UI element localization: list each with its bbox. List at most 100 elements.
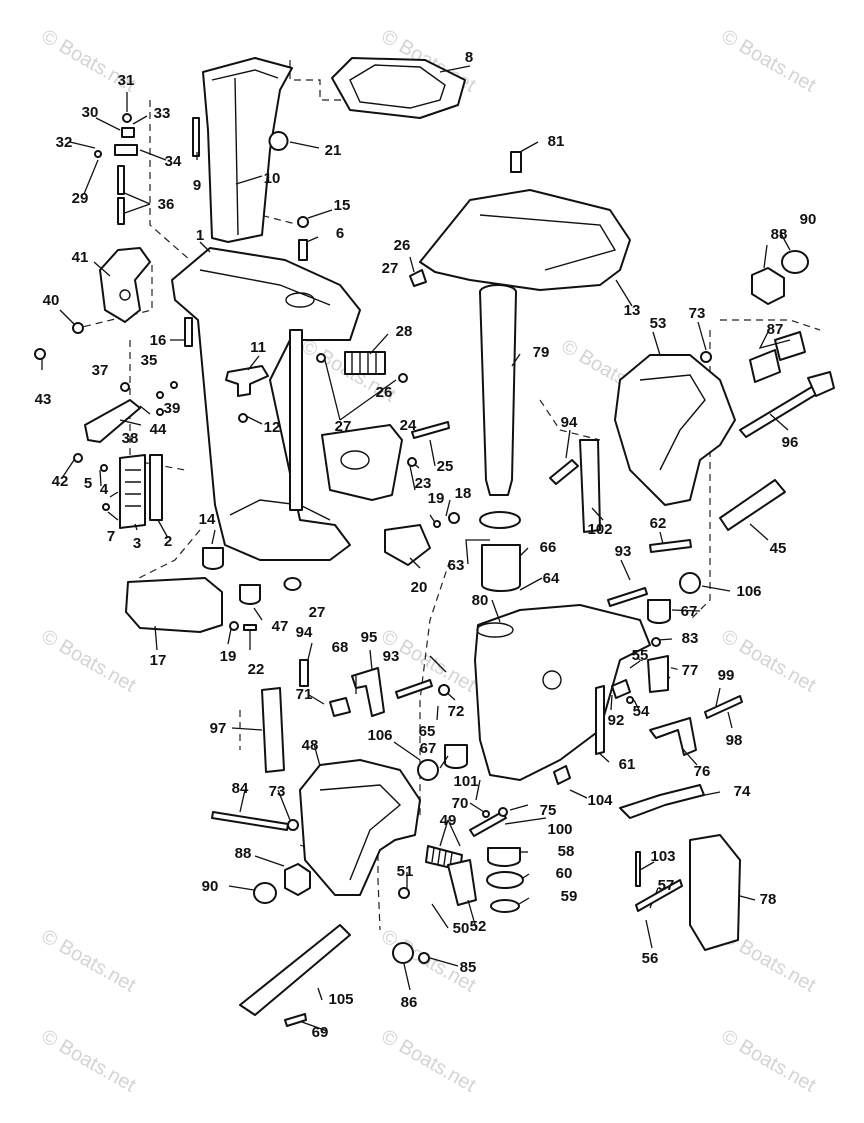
part-label-20: 20 [411, 579, 428, 596]
watermark-text: © Boats.net [718, 1025, 820, 1097]
part-label-27: 27 [309, 604, 326, 621]
bracket-76 [649, 717, 697, 756]
bushing-63 [479, 511, 521, 529]
part-label-90: 90 [202, 878, 219, 895]
washer-106-right [679, 572, 701, 594]
nut-88-upper [751, 267, 785, 305]
part-label-31: 31 [118, 72, 135, 89]
part-label-61: 61 [619, 756, 636, 773]
part-label-40: 40 [43, 292, 60, 309]
part-label-101: 101 [453, 773, 478, 790]
nut-88-lower [284, 863, 311, 896]
part-label-75: 75 [540, 802, 557, 819]
part-label-28: 28 [396, 323, 413, 340]
assembly-guide-lines [69, 60, 821, 931]
part-label-59: 59 [561, 888, 578, 905]
part-label-87: 87 [767, 321, 784, 338]
o-ring-59 [490, 899, 520, 913]
part-label-69: 69 [312, 1024, 329, 1041]
part-label-102: 102 [587, 521, 612, 538]
part-label-25: 25 [437, 458, 454, 475]
part-label-63: 63 [448, 557, 465, 574]
part-label-45: 45 [770, 540, 787, 557]
part-label-67: 67 [420, 740, 437, 757]
part-label-4: 4 [100, 481, 109, 498]
part-label-42: 42 [52, 473, 69, 490]
mount-20 [384, 524, 431, 566]
part-label-106: 106 [736, 583, 761, 600]
part-label-43: 43 [35, 391, 52, 408]
part-label-33: 33 [154, 105, 171, 122]
part-label-60: 60 [556, 865, 573, 882]
part-label-83: 83 [682, 630, 699, 647]
watermark-text: © Boats.net [718, 625, 820, 697]
part-label-73: 73 [689, 305, 706, 322]
part-label-81: 81 [548, 133, 565, 150]
washer-106-left [417, 759, 439, 781]
part-label-2: 2 [164, 533, 172, 550]
cap-90-upper [781, 250, 809, 274]
part-label-26: 26 [376, 384, 393, 401]
part-label-1: 1 [196, 227, 204, 244]
watermark-text: © Boats.net [38, 925, 140, 997]
part-label-16: 16 [150, 332, 167, 349]
exhaust-housing-1 [171, 247, 361, 561]
grommet-47 [239, 584, 261, 605]
strip-2 [149, 454, 163, 521]
part-label-51: 51 [397, 863, 414, 880]
part-label-70: 70 [452, 795, 469, 812]
part-label-6: 6 [336, 225, 344, 242]
part-label-49: 49 [440, 812, 457, 829]
part-label-26: 26 [394, 237, 411, 254]
part-label-100: 100 [547, 821, 572, 838]
bracket-95 [351, 667, 385, 717]
part-label-54: 54 [633, 703, 650, 720]
part-label-41: 41 [72, 249, 89, 266]
part-label-58: 58 [558, 843, 575, 860]
grommet-21 [268, 131, 289, 151]
bracket-52 [447, 859, 477, 906]
plug-14 [202, 547, 224, 570]
exhaust-tube-10 [202, 57, 293, 243]
part-label-15: 15 [334, 197, 351, 214]
part-label-24: 24 [400, 417, 417, 434]
part-label-77: 77 [682, 662, 699, 679]
part-label-98: 98 [726, 732, 743, 749]
screw-9 [192, 117, 200, 157]
part-label-94: 94 [561, 414, 578, 431]
part-label-27: 27 [335, 418, 352, 435]
part-label-12: 12 [264, 419, 281, 436]
mount-28 [344, 351, 386, 375]
part-label-96: 96 [782, 434, 799, 451]
ring-58 [487, 847, 521, 867]
part-label-74: 74 [734, 783, 751, 800]
part-label-50: 50 [453, 920, 470, 937]
part-label-103: 103 [650, 848, 675, 865]
part-label-18: 18 [455, 485, 472, 502]
part-label-90: 90 [800, 211, 817, 228]
plate-105 [239, 924, 351, 1016]
part-label-13: 13 [624, 302, 641, 319]
part-label-38: 38 [122, 430, 139, 447]
part-label-37: 37 [92, 362, 109, 379]
part-label-97: 97 [210, 720, 227, 737]
part-label-105: 105 [328, 991, 353, 1008]
cover-17 [125, 577, 223, 633]
part-label-9: 9 [193, 177, 201, 194]
bushing-87a [749, 349, 781, 383]
sleeve-45 [719, 479, 786, 531]
part-label-92: 92 [608, 712, 625, 729]
bracket-41 [99, 247, 151, 323]
part-label-3: 3 [133, 535, 141, 552]
driveshaft [289, 329, 303, 511]
part-label-32: 32 [56, 134, 73, 151]
part-label-94: 94 [296, 624, 313, 641]
part-label-71: 71 [296, 686, 313, 703]
retainer-24 [321, 424, 403, 501]
ring-60 [486, 871, 524, 889]
part-label-11: 11 [250, 339, 266, 356]
part-label-29: 29 [72, 190, 89, 207]
hardware [34, 113, 743, 1027]
watermark-text: © Boats.net [38, 625, 140, 697]
